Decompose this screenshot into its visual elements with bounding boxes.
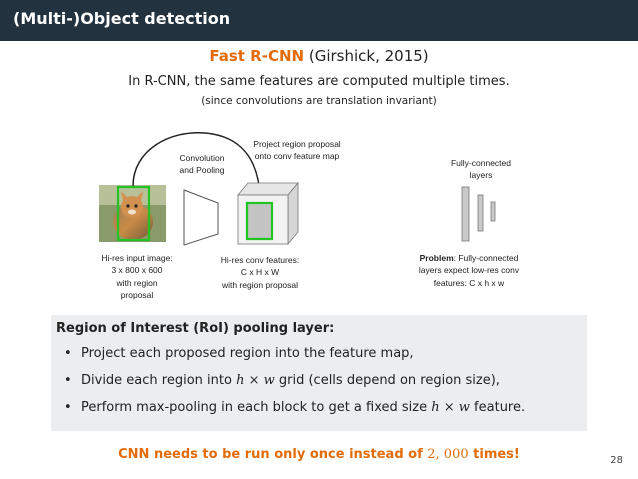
fc-label: Fully-connected layers [450,158,511,181]
conv-pooling-shape [183,189,219,246]
roi-bullet-1: •Project each proposed region into the f… [64,346,414,361]
fc-layers [461,186,496,242]
problem-text: : Fully-connected layers expect low-res … [418,253,520,288]
page-number: 28 [610,455,623,466]
bullet-icon: • [64,400,72,415]
roi-bullet-2: •Divide each region into h × w grid (cel… [64,373,500,388]
conv-label: Convolution and Pooling [179,153,225,176]
problem-label: Problem: Fully-connected layers expect l… [408,252,530,289]
bullet-icon: • [64,373,72,388]
kitten-input-image [99,185,166,242]
roi-title: Region of Interest (RoI) pooling layer: [56,321,335,336]
intro-note: (since convolutions are translation inva… [201,95,437,107]
slide-header: (Multi-)Object detection [0,0,638,41]
problem-word: Problem [419,253,454,263]
bullet-icon: • [64,346,72,361]
fast-rcnn-diagram [99,131,496,246]
subtitle-highlight: Fast R-CNN [209,47,305,65]
roi-pooling-box: Region of Interest (RoI) pooling layer: … [51,315,587,431]
region-proposal-box [116,185,151,242]
slide-title: (Multi-)Object detection [13,9,231,28]
slide-subtitle: Fast R-CNN (Girshick, 2015) [0,47,638,65]
project-label: Project region proposal onto conv featur… [253,139,341,162]
subtitle-citation: (Girshick, 2015) [308,47,429,65]
conv-features-label: Hi-res conv features: C x H x W with reg… [220,255,300,290]
roi-bullet-3: •Perform max-pooling in each block to ge… [64,400,526,415]
projected-region-box [245,201,274,241]
conclusion-line: CNN needs to be run only once instead of… [118,447,520,462]
conv-feature-map [237,181,299,246]
input-image-label: Hi-res input image: 3 x 800 x 600 with r… [101,253,173,300]
intro-line: In R-CNN, the same features are computed… [128,74,510,89]
